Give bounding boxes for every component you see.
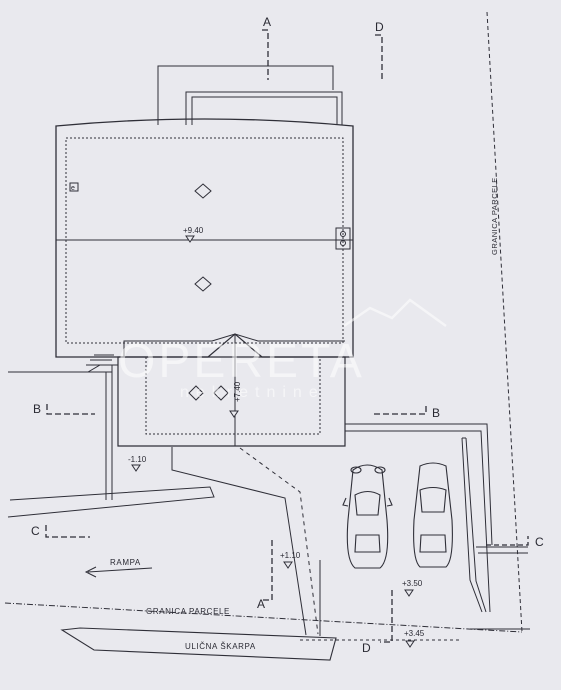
car-sedan	[413, 462, 453, 568]
level-street: +3.45	[404, 629, 425, 638]
ramp-arrow	[84, 566, 153, 578]
plot-boundary	[4, 11, 530, 633]
section-a-bottom: A	[257, 597, 265, 611]
watermark-brand: OPERETA	[118, 335, 365, 388]
rear-annex	[157, 65, 343, 125]
watermark: OPERETA nekretnine	[118, 298, 447, 401]
level-labels: +9.40 +7.40 -1.10 +1.10 +3.50 +3.45	[128, 226, 425, 638]
chimney-mark: e	[71, 185, 75, 192]
driveway-walls	[171, 423, 528, 636]
section-b-left: B	[33, 402, 41, 416]
level-parking: +3.50	[402, 579, 423, 588]
left-terrain	[7, 354, 215, 518]
plot-boundary-bottom-label: GRANICA PARCELE	[146, 607, 230, 616]
roof-fixtures	[69, 182, 351, 250]
section-b-right: B	[432, 406, 440, 420]
plot-boundary-vertical-label: GRANICA PARCELE	[490, 177, 499, 255]
roof-slope-symbols	[188, 183, 229, 401]
level-roof-lower: +7.40	[233, 381, 242, 402]
main-roof	[55, 118, 354, 358]
section-a-top: A	[263, 15, 271, 29]
lower-wing	[117, 333, 346, 447]
section-c-right: C	[535, 535, 544, 549]
street-slope	[60, 627, 460, 661]
section-cuts	[45, 29, 529, 643]
section-d-top: D	[375, 20, 384, 34]
section-c-left: C	[31, 524, 40, 538]
section-letters: A D B B C C A D	[31, 15, 544, 655]
watermark-sub: nekretnine	[180, 384, 325, 401]
street-slope-label: ULIČNA ŠKARPA	[185, 642, 256, 651]
level-entry: +1.10	[280, 551, 301, 560]
ramp-label: RAMPA	[110, 558, 141, 567]
car-porsche	[342, 464, 393, 569]
section-d-bottom: D	[362, 641, 371, 655]
level-markers	[131, 235, 415, 648]
level-basement: -1.10	[128, 455, 147, 464]
level-roof-top: +9.40	[183, 226, 204, 235]
